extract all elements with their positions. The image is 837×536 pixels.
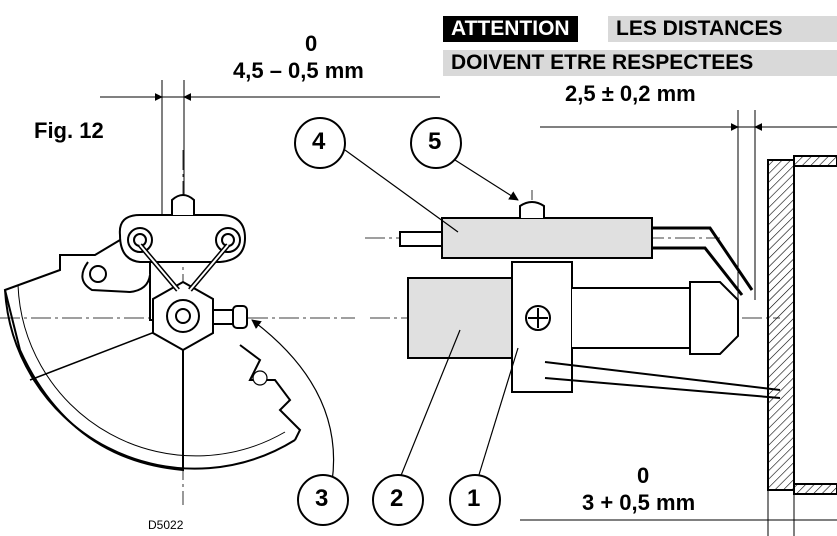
dim-top-left-upper: 0 — [305, 31, 318, 56]
warning-line-1: LES DISTANCES — [608, 16, 837, 42]
dim-lines-right — [520, 110, 837, 536]
callout-3: 3 — [315, 485, 329, 512]
callout-2: 2 — [390, 485, 404, 512]
diffuser-disc — [767, 155, 837, 495]
dim-bottom-right-lower: 3 + 0,5 mm — [582, 490, 696, 515]
callout-leaders — [251, 149, 519, 483]
callout-circle-4 — [294, 117, 346, 169]
nozzle-tube — [407, 277, 521, 359]
callout-circle-1 — [449, 474, 501, 526]
dim-bottom-right-upper: 0 — [637, 463, 650, 488]
electrode-clamp — [511, 261, 781, 399]
callout-circle-5 — [410, 117, 462, 169]
figure-code: D5022 — [148, 518, 184, 532]
warning-line-2: DOIVENT ETRE RESPECTEES — [443, 50, 837, 76]
callout-circle-3 — [297, 474, 349, 526]
dim-top-left-lower: 4,5 – 0,5 mm — [233, 58, 364, 83]
callout-circles — [294, 117, 501, 526]
figure-title: Fig. 12 — [34, 118, 104, 143]
attention-tag: ATTENTION — [443, 16, 578, 42]
electrode-holder — [399, 201, 754, 296]
left-view-disc — [3, 239, 302, 472]
callout-5: 5 — [428, 128, 442, 155]
callout-circle-2 — [372, 474, 424, 526]
left-view-mount — [81, 194, 248, 352]
callout-4: 4 — [312, 128, 326, 155]
dim-top-right: 2,5 ± 0,2 mm — [565, 81, 696, 106]
callout-1: 1 — [467, 485, 481, 512]
dim-line-top-left — [100, 80, 440, 230]
